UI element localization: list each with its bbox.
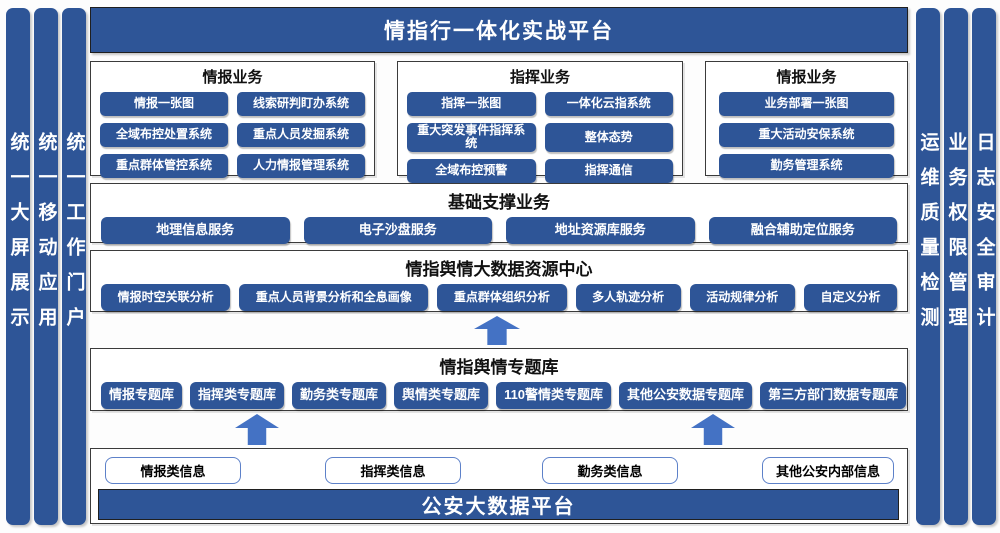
system-pill: 整体态势 [544,123,673,152]
database-pill: 110警情类专题库 [496,382,612,409]
sidebar-unified-portal: 统一工作门户 [62,8,86,525]
sidebar-ops-quality: 运维质量检测 [916,8,940,525]
layer-theme-databases: 情指舆情专题库 情报专题库 指挥类专题库 勤务类专题库 舆情类专题库 110警情… [90,348,908,411]
service-pill: 地址资源库服务 [506,217,695,244]
service-pill: 融合辅助定位服务 [708,217,897,244]
layer-items: 情报时空关联分析 重点人员背景分析和全息画像 重点群体组织分析 多人轨迹分析 活… [91,282,907,311]
analysis-pill: 情报时空关联分析 [101,284,231,311]
platform-base-bar: 公安大数据平台 [98,489,899,520]
system-pill: 指挥通信 [544,158,673,183]
system-pill: 全域布控处置系统 [100,123,228,147]
database-pill: 第三方部门数据专题库 [760,382,907,409]
sidebar-unified-screen: 统一大屏展示 [6,8,30,525]
system-pill: 重点群体管控系统 [100,154,228,178]
analysis-pill: 多人轨迹分析 [575,284,681,311]
system-pill: 指挥一张图 [407,92,536,116]
database-pill: 情报专题库 [101,382,183,409]
layer-items: 情报专题库 指挥类专题库 勤务类专题库 舆情类专题库 110警情类专题库 其他公… [91,380,907,409]
up-arrow-icon [235,414,279,445]
layer-items: 地理信息服务 电子沙盘服务 地址资源库服务 融合辅助定位服务 [91,215,907,244]
analysis-pill: 重点群体组织分析 [437,284,567,311]
info-pill: 其他公安内部信息 [762,457,894,484]
group-items: 情报一张图 线索研判盯办系统 全域布控处置系统 重点人员发掘系统 重点群体管控系… [91,88,374,182]
layer-header: 情指舆情大数据资源中心 [405,260,593,279]
sidebar-label: 统一移动应用 [35,131,57,342]
system-pill: 情报一张图 [100,92,228,116]
group-duty-business: 情报业务 业务部署一张图 重大活动安保系统 勤务管理系统 [705,61,908,178]
group-items: 指挥一张图 一体化云指系统 重大突发事件指挥系统 整体态势 全域布控预警 指挥通… [398,88,682,187]
platform-title: 情指行一体化实战平台 [384,20,614,43]
system-pill: 勤务管理系统 [719,154,894,178]
layer-source-data: 情报类信息 指挥类信息 勤务类信息 其他公安内部信息 公安大数据平台 [90,448,908,524]
group-intel-business: 情报业务 情报一张图 线索研判盯办系统 全域布控处置系统 重点人员发掘系统 重点… [90,61,375,178]
service-pill: 地理信息服务 [101,217,290,244]
system-pill: 重点人员发掘系统 [237,123,365,147]
database-pill: 其他公安数据专题库 [619,382,753,409]
platform-title-bar: 情指行一体化实战平台 [90,7,908,53]
layer-header: 基础支撑业务 [448,193,550,212]
group-header: 情报业务 [776,69,837,86]
system-pill: 重大活动安保系统 [719,123,894,147]
info-pill: 指挥类信息 [325,457,461,484]
sidebar-audit: 日志安全审计 [972,8,996,525]
database-pill: 舆情类专题库 [394,382,489,409]
sidebar-label: 运维质量检测 [917,131,939,342]
layer-header: 情指舆情专题库 [439,358,559,377]
analysis-pill: 重点人员背景分析和全息画像 [239,284,429,311]
system-pill: 重大突发事件指挥系统 [407,123,536,152]
sidebar-unified-mobile: 统一移动应用 [34,8,58,525]
sidebar-label: 统一大屏展示 [7,131,29,342]
sidebar-label: 统一工作门户 [63,131,85,342]
layer-resource-center: 情指舆情大数据资源中心 情报时空关联分析 重点人员背景分析和全息画像 重点群体组… [90,250,908,312]
system-pill: 全域布控预警 [407,158,536,183]
sidebar-label: 业务权限管理 [945,131,967,342]
platform-base-label: 公安大数据平台 [421,496,576,518]
system-pill: 人力情报管理系统 [237,154,365,178]
group-header: 情报业务 [202,69,263,86]
service-pill: 电子沙盘服务 [303,217,492,244]
info-pill: 情报类信息 [105,457,241,484]
info-pill: 勤务类信息 [542,457,678,484]
layer-support-services: 基础支撑业务 地理信息服务 电子沙盘服务 地址资源库服务 融合辅助定位服务 [90,183,908,244]
system-pill: 业务部署一张图 [719,92,894,116]
group-command-business: 指挥业务 指挥一张图 一体化云指系统 重大突发事件指挥系统 整体态势 全域布控预… [397,61,683,183]
group-header: 指挥业务 [509,69,570,86]
database-pill: 指挥类专题库 [190,382,285,409]
up-arrow-icon [474,316,520,345]
group-items: 业务部署一张图 重大活动安保系统 勤务管理系统 [706,88,907,182]
system-pill: 线索研判盯办系统 [237,92,365,116]
sidebar-label: 日志安全审计 [973,131,995,342]
database-pill: 勤务类专题库 [292,382,387,409]
system-pill: 一体化云指系统 [544,92,673,116]
up-arrow-icon [691,414,735,445]
sidebar-permissions: 业务权限管理 [944,8,968,525]
analysis-pill: 自定义分析 [803,284,898,311]
analysis-pill: 活动规律分析 [689,284,795,311]
